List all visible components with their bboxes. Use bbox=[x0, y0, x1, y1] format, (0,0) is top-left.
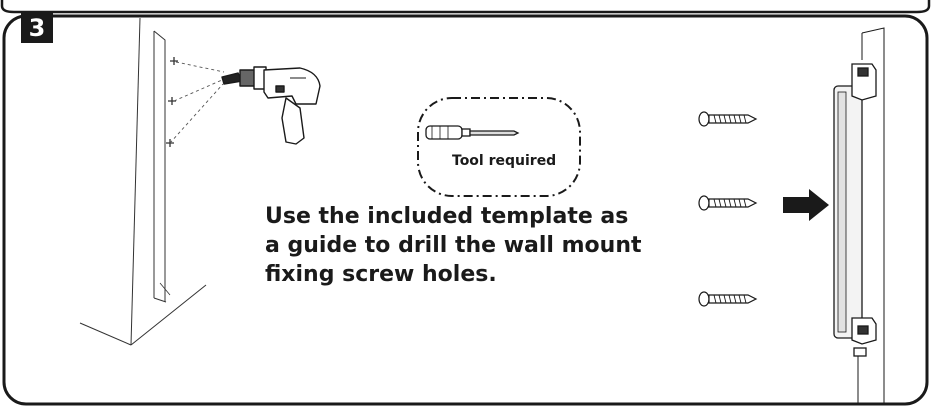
screw-icon-bottom bbox=[698, 291, 758, 307]
screwdriver-icon bbox=[425, 125, 520, 140]
step-number-badge: 3 bbox=[21, 13, 53, 43]
instruction-line: a guide to drill the wall mount bbox=[265, 233, 642, 258]
screw-icon-middle bbox=[698, 195, 758, 211]
wall-with-template bbox=[79, 17, 207, 346]
drill-icon bbox=[221, 66, 321, 145]
tool-required-label: Tool required bbox=[452, 153, 557, 169]
step-panel-frame bbox=[2, 14, 929, 406]
screw-icon-top bbox=[698, 111, 758, 127]
instruction-line: fixing screw holes. bbox=[265, 262, 497, 287]
instruction-text: Use the included template as a guide to … bbox=[265, 202, 685, 289]
drill-sight-lines bbox=[169, 61, 225, 144]
template-hole-marks bbox=[166, 57, 178, 147]
instruction-line: Use the included template as bbox=[265, 204, 629, 229]
wall-mount-bracket bbox=[833, 27, 885, 404]
panel-top-edge bbox=[0, 0, 931, 14]
callout-dashed-frame bbox=[417, 97, 581, 197]
tool-required-callout bbox=[417, 97, 581, 197]
arrow-right-icon bbox=[783, 189, 829, 221]
